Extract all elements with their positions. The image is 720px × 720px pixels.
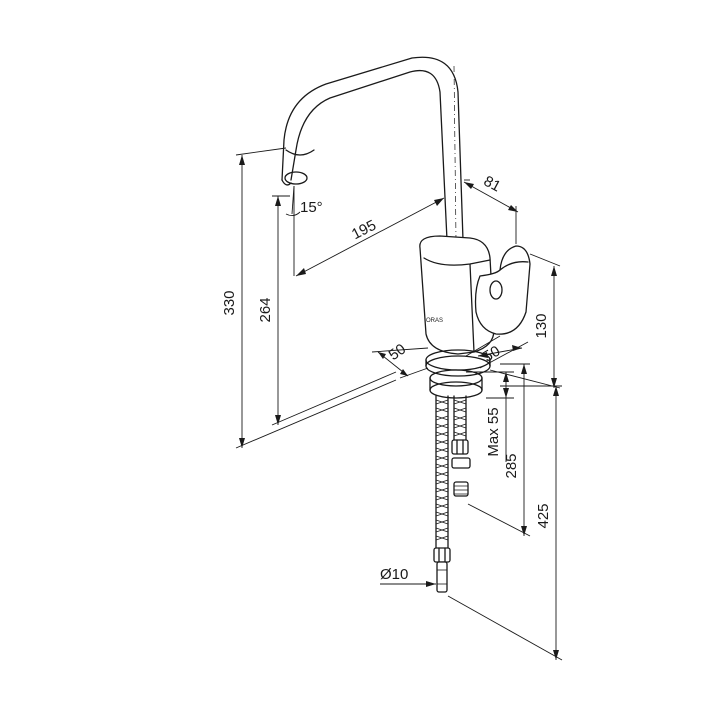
lever-handle[interactable] — [474, 245, 531, 335]
dim-spout-height-label: 264 — [257, 297, 274, 322]
dim-spout-angle: 15° — [285, 185, 323, 276]
flexible-hoses — [435, 395, 467, 549]
dim-spout-reach-label: 195 — [349, 217, 379, 244]
dim-hose-length-label: 425 — [535, 503, 552, 528]
dim-overall-height-label: 330 — [221, 290, 238, 315]
dim-counter-thickness: Max 55 — [466, 371, 514, 462]
dim-hose-diameter-label: Ø10 — [380, 566, 408, 583]
dim-base-right-label: 50 — [480, 343, 503, 366]
dim-overall-height: 330 — [221, 147, 397, 449]
dim-hose-length: 425 — [447, 385, 563, 661]
dim-body-depth-label: 81 — [481, 173, 504, 196]
dim-base-right: 50 — [465, 335, 529, 369]
dim-base-left-label: 50 — [386, 341, 409, 364]
fixing-nut — [429, 369, 483, 399]
dim-body-height-label: 130 — [533, 313, 550, 338]
dim-shank-length: 285 — [467, 363, 531, 537]
dim-spout-angle-label: 15° — [300, 199, 323, 216]
dim-body-depth: 81 — [463, 173, 519, 244]
hose-nut-lower — [433, 547, 451, 593]
hose-nut-upper — [451, 439, 469, 455]
brand-logo: ORAS — [426, 318, 443, 324]
dim-spout-height: 264 — [257, 195, 397, 426]
spout — [281, 56, 464, 241]
dim-hose-diameter: Ø10 — [380, 566, 436, 587]
dim-shank-length-label: 285 — [503, 453, 520, 478]
dim-base-left: 50 — [371, 341, 429, 379]
hose-connector-threaded — [451, 457, 471, 497]
dim-body-height: 130 — [489, 253, 561, 389]
dim-counter-thickness-label: Max 55 — [485, 407, 502, 456]
